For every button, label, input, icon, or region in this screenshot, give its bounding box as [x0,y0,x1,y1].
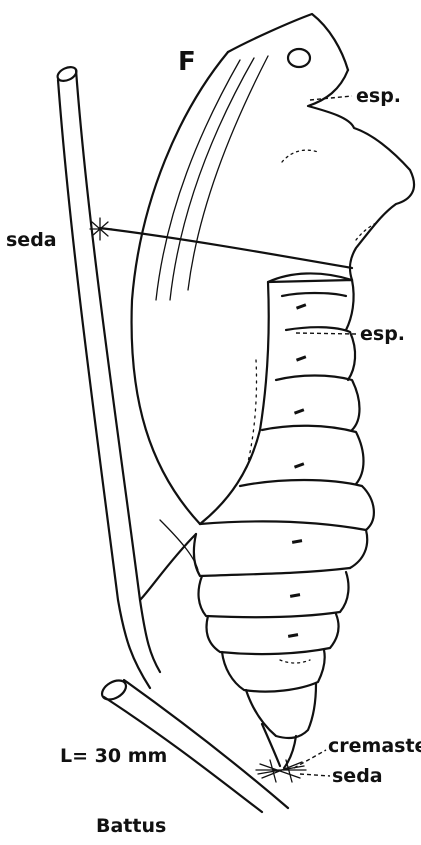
scale-label: L= 30 mm [60,745,167,767]
seda-left-label: seda [6,229,57,251]
silk-pad [256,760,306,782]
esp-middle-label: esp. [360,323,405,345]
seda-bottom-label: seda [332,765,383,787]
twig [55,64,288,812]
esp-top-label: esp. [356,85,401,107]
esp-middle-leader [296,333,356,334]
panel-letter: F [178,47,196,77]
pupa-body [132,14,415,768]
taxon-label: Battus [96,815,166,837]
esp-top-leader [310,96,352,100]
seda-bottom-leader [300,774,330,776]
cremaster-leader [294,750,326,768]
silk-girdle [90,218,352,268]
cremaster-label: cremaster [328,735,421,757]
